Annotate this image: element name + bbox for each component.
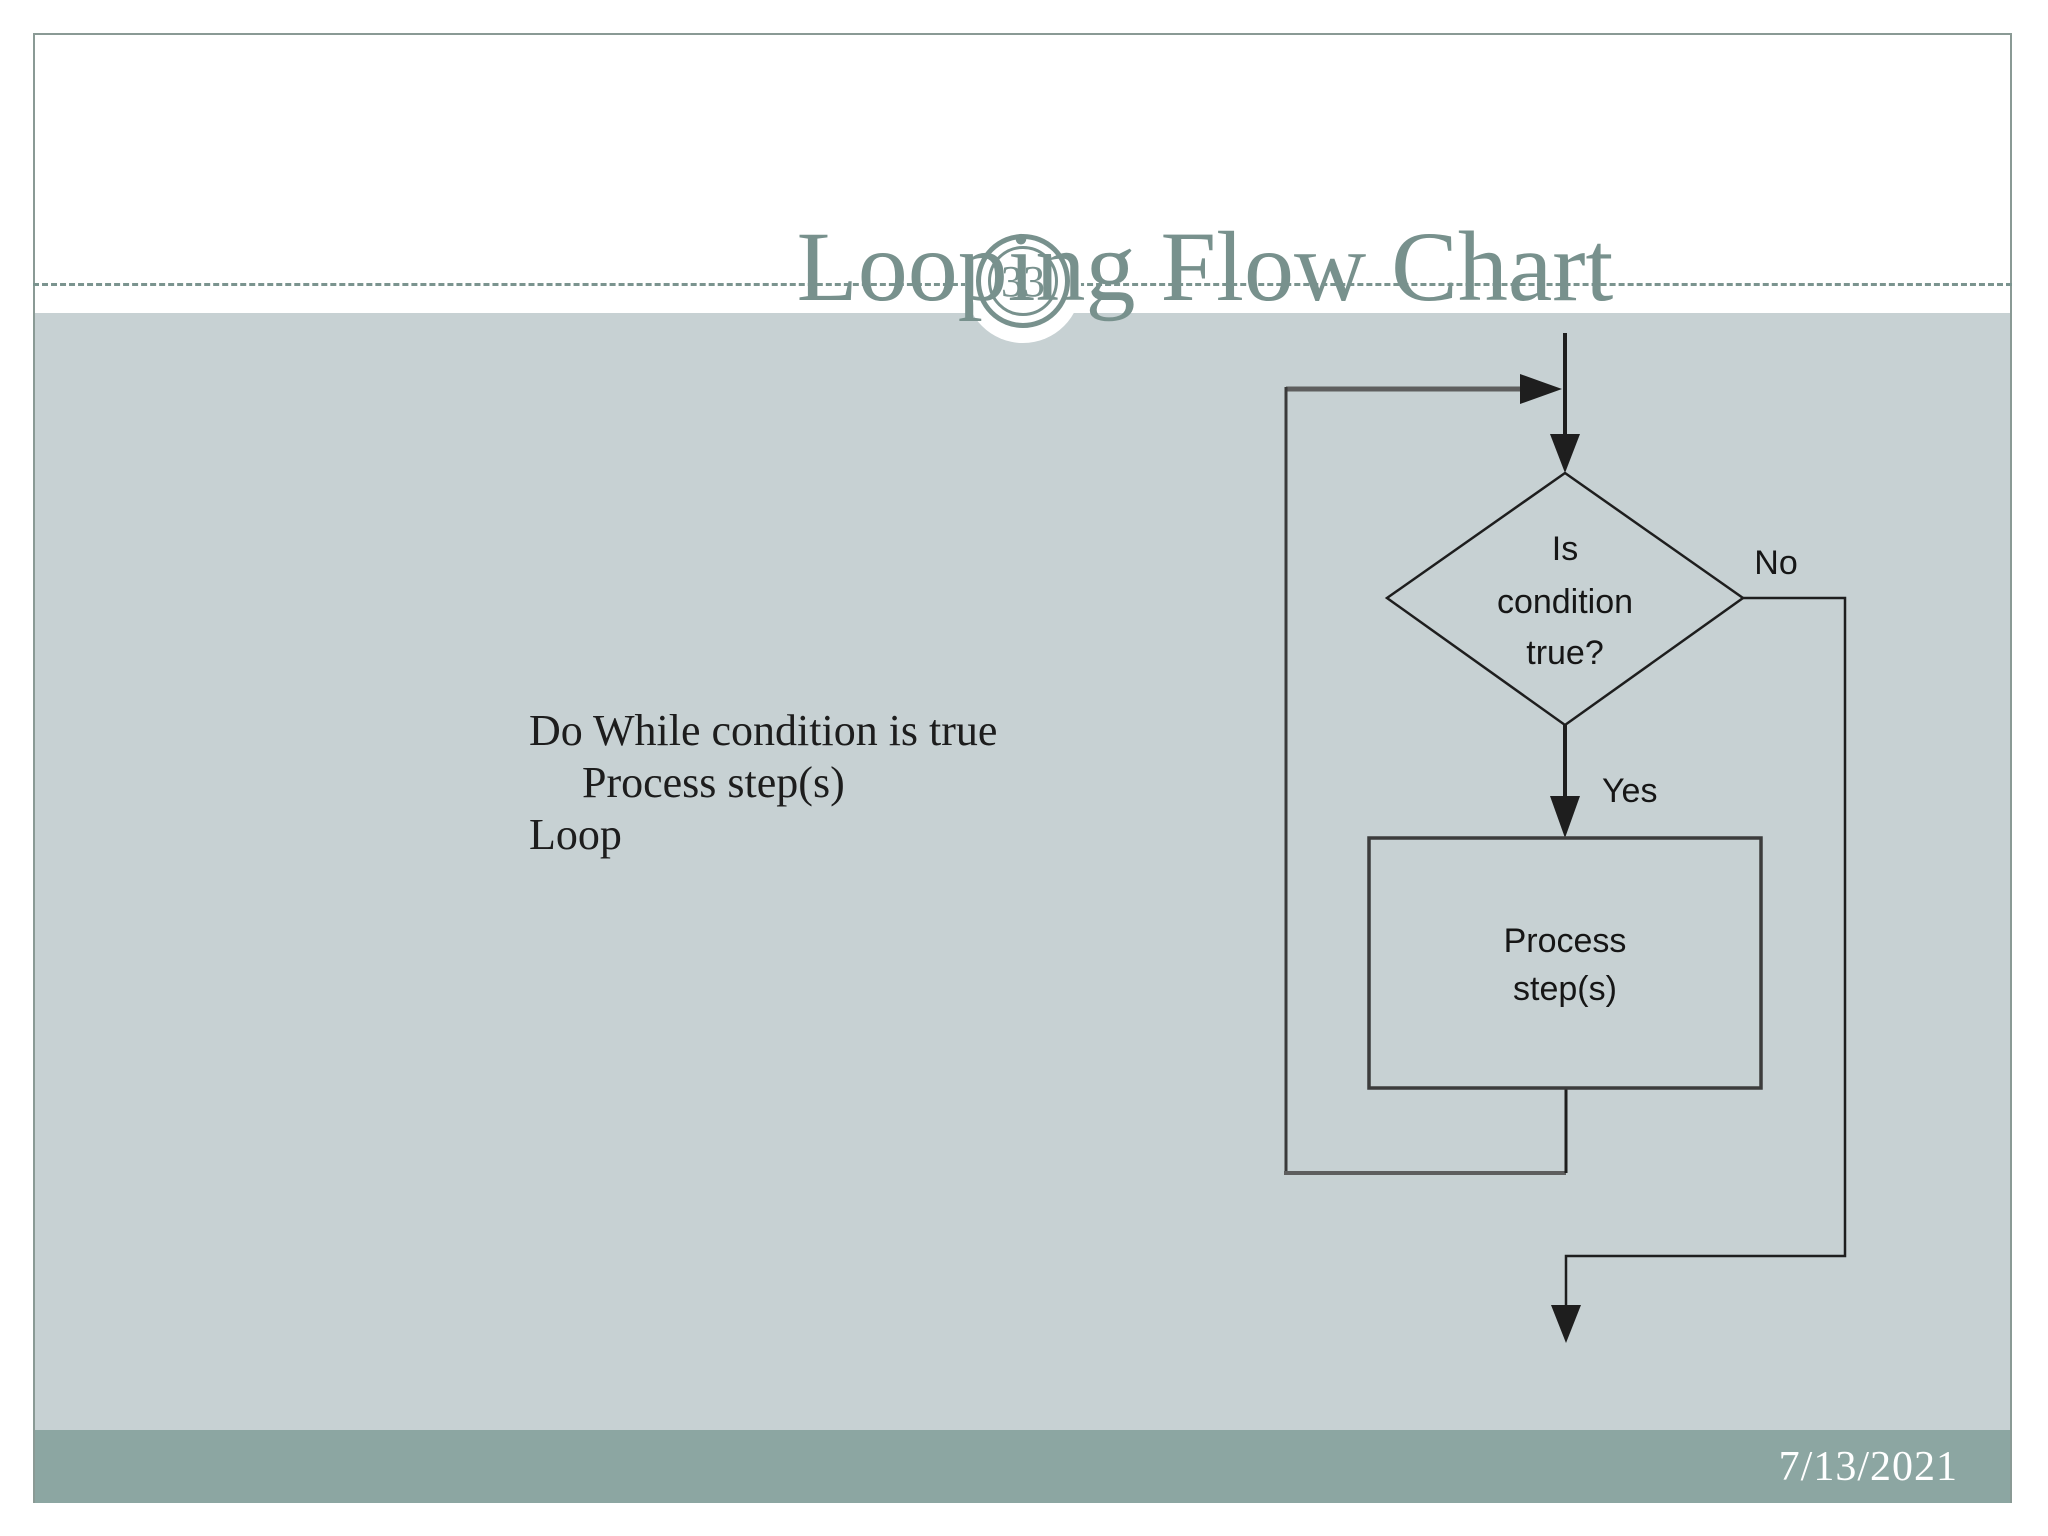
decision-text-line-1: Is [1552,530,1578,568]
process-text-line-2: step(s) [1513,970,1617,1008]
no-branch-label: No [1754,544,1797,582]
decision-text-line-2: condition [1497,583,1633,621]
slide-number-outer-ring [976,234,1070,328]
yes-branch-label: Yes [1602,772,1657,810]
slide-title: Looping Flow Chart [796,211,1614,322]
exit-arrowhead-icon [1551,1305,1581,1343]
pseudocode-block: Do While condition is true Process step(… [529,705,997,861]
no-branch-line [1564,596,1847,1307]
pseudocode-line-process-steps: Process step(s) [582,758,845,807]
entry-arrowhead-icon [1550,434,1580,473]
slide-number-text: 33 [1001,256,1045,306]
pseudocode-line-do-while: Do While condition is true [529,706,998,755]
content-area [35,313,2010,1430]
footer-bar: 7/13/2021 [35,1430,2010,1503]
pseudocode-line-loop: Loop [529,810,622,859]
decision-text-line-3: true? [1526,634,1604,672]
footer-date: 7/13/2021 [1778,1443,1958,1490]
flowchart-diagram: Is condition true? No Yes Process step(s… [1284,333,1847,1343]
yes-arrowhead-icon [1550,796,1580,838]
loop-return-arrowhead-icon [1520,374,1562,404]
process-box [1367,836,1763,1090]
slide-number-badge: 33 [988,246,1058,316]
process-text-line-1: Process [1504,922,1627,960]
